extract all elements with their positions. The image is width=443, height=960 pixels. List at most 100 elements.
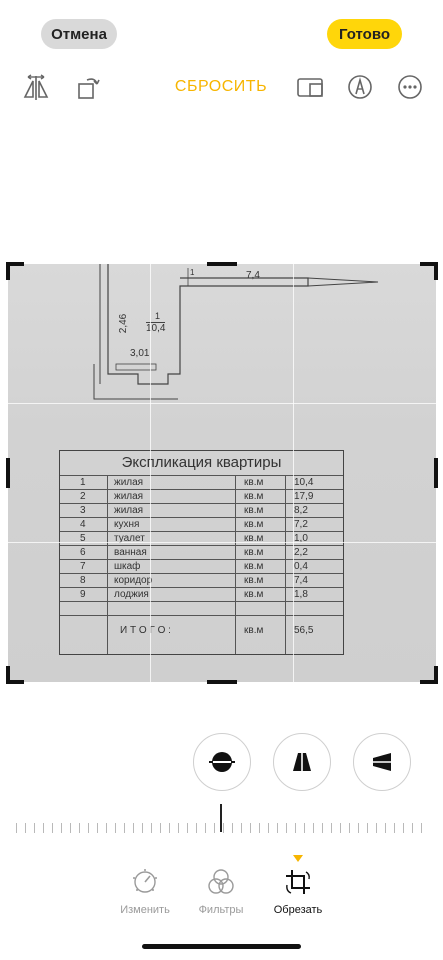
bottom-tab-bar: Изменить Фильтры Обрезать bbox=[0, 856, 443, 926]
plan-dim-left: 2,46 bbox=[118, 313, 130, 334]
ruler-tick bbox=[268, 823, 269, 833]
ruler-tick bbox=[169, 823, 170, 833]
plan-room-number: 1 bbox=[155, 311, 161, 321]
horizontal-perspective-button[interactable] bbox=[353, 733, 411, 791]
angle-ruler-indicator bbox=[220, 804, 222, 832]
done-button[interactable]: Готово bbox=[327, 19, 402, 49]
ruler-tick bbox=[331, 823, 332, 833]
adjust-dial-icon bbox=[133, 869, 157, 893]
crop-corner-top-right[interactable] bbox=[420, 262, 438, 280]
vertical-perspective-icon bbox=[293, 751, 311, 773]
ruler-tick bbox=[97, 823, 98, 833]
ruler-tick bbox=[61, 823, 62, 833]
ruler-tick bbox=[259, 823, 260, 833]
ruler-tick bbox=[142, 823, 143, 833]
ruler-tick bbox=[160, 823, 161, 833]
reset-button[interactable]: СБРОСИТЬ bbox=[174, 78, 268, 95]
crop-edge-top[interactable] bbox=[207, 262, 237, 266]
ruler-tick bbox=[376, 823, 377, 833]
tab-crop[interactable]: Обрезать bbox=[253, 856, 343, 920]
aspect-ratio-icon[interactable] bbox=[293, 70, 327, 104]
angle-ruler[interactable] bbox=[16, 820, 427, 834]
crop-corner-bottom-left[interactable] bbox=[6, 666, 24, 684]
ruler-tick bbox=[133, 823, 134, 833]
table-row: 3 жилая кв.м 8,2 bbox=[60, 503, 343, 518]
ruler-tick bbox=[106, 823, 107, 833]
ruler-tick bbox=[394, 823, 395, 833]
ruler-tick bbox=[178, 823, 179, 833]
ruler-tick bbox=[88, 823, 89, 833]
crop-corner-bottom-right[interactable] bbox=[420, 666, 438, 684]
ruler-tick bbox=[277, 823, 278, 833]
crop-edge-bottom[interactable] bbox=[207, 680, 237, 684]
markup-icon[interactable] bbox=[343, 70, 377, 104]
rotate-icon[interactable] bbox=[71, 70, 105, 104]
ruler-tick bbox=[367, 823, 368, 833]
ruler-tick bbox=[70, 823, 71, 833]
active-tab-indicator bbox=[293, 855, 303, 862]
vertical-perspective-button[interactable] bbox=[273, 733, 331, 791]
crop-corner-top-left[interactable] bbox=[6, 262, 24, 280]
ruler-tick bbox=[412, 823, 413, 833]
horizontal-perspective-icon bbox=[370, 753, 394, 771]
tab-filters[interactable]: Фильтры bbox=[176, 856, 266, 920]
document-photo: 7,4 1 2,46 1 10,4 3,01 Экспликация кварт… bbox=[8, 264, 436, 682]
table-row: 1 жилая кв.м 10,4 bbox=[60, 475, 343, 490]
tab-filters-label: Фильтры bbox=[198, 904, 244, 916]
table-title: Экспликация квартиры bbox=[121, 454, 282, 471]
crop-edge-left[interactable] bbox=[6, 458, 10, 488]
filters-icon bbox=[208, 869, 234, 894]
table-row: 6 ванная кв.м 2,2 bbox=[60, 545, 343, 560]
ruler-tick bbox=[286, 823, 287, 833]
table-row: 5 туалет кв.м 1,0 bbox=[60, 531, 343, 546]
home-indicator bbox=[142, 944, 301, 949]
ruler-tick bbox=[187, 823, 188, 833]
ruler-tick bbox=[340, 823, 341, 833]
more-icon[interactable] bbox=[393, 70, 427, 104]
ruler-tick bbox=[52, 823, 53, 833]
plan-room-area: 10,4 bbox=[146, 322, 166, 334]
ruler-tick bbox=[115, 823, 116, 833]
straighten-button[interactable] bbox=[193, 733, 251, 791]
plan-dim-top: 7,4 bbox=[246, 270, 260, 281]
plan-dim-bottom: 3,01 bbox=[130, 348, 150, 359]
table-row-empty bbox=[60, 601, 343, 616]
flip-horizontal-icon[interactable] bbox=[19, 70, 53, 104]
ruler-tick bbox=[421, 823, 422, 833]
ruler-tick bbox=[385, 823, 386, 833]
table-row: 8 коридор кв.м 7,4 bbox=[60, 573, 343, 588]
edit-toolbar: СБРОСИТЬ bbox=[0, 68, 443, 108]
top-bar: Отмена Готово bbox=[0, 0, 443, 60]
table-row: 2 жилая кв.м 17,9 bbox=[60, 489, 343, 504]
ruler-tick bbox=[34, 823, 35, 833]
crop-icon bbox=[286, 870, 310, 894]
ruler-tick bbox=[403, 823, 404, 833]
ruler-tick bbox=[16, 823, 17, 833]
ruler-tick bbox=[124, 823, 125, 833]
ruler-tick bbox=[223, 823, 224, 833]
ruler-tick bbox=[241, 823, 242, 833]
tab-crop-label: Обрезать bbox=[273, 904, 323, 916]
table-row: 7 шкаф кв.м 0,4 bbox=[60, 559, 343, 574]
table-row: 9 лоджия кв.м 1,8 bbox=[60, 587, 343, 602]
ruler-tick bbox=[196, 823, 197, 833]
crop-area[interactable]: 7,4 1 2,46 1 10,4 3,01 Экспликация кварт… bbox=[6, 262, 438, 684]
tab-adjust-label: Изменить bbox=[120, 904, 170, 916]
ruler-tick bbox=[250, 823, 251, 833]
cancel-button[interactable]: Отмена bbox=[41, 19, 117, 49]
ruler-tick bbox=[304, 823, 305, 833]
ruler-tick bbox=[322, 823, 323, 833]
explication-table: Экспликация квартиры 1 жилая кв.м 10,4 2… bbox=[59, 450, 344, 655]
ruler-tick bbox=[313, 823, 314, 833]
table-row: 4 кухня кв.м 7,2 bbox=[60, 517, 343, 532]
ruler-tick bbox=[358, 823, 359, 833]
plan-dim-small: 1 bbox=[190, 268, 195, 277]
ruler-tick bbox=[214, 823, 215, 833]
ruler-tick bbox=[295, 823, 296, 833]
floor-plan-drawing bbox=[93, 264, 379, 400]
tab-adjust[interactable]: Изменить bbox=[100, 856, 190, 920]
ruler-tick bbox=[43, 823, 44, 833]
ruler-tick bbox=[79, 823, 80, 833]
ruler-tick bbox=[25, 823, 26, 833]
crop-edge-right[interactable] bbox=[434, 458, 438, 488]
